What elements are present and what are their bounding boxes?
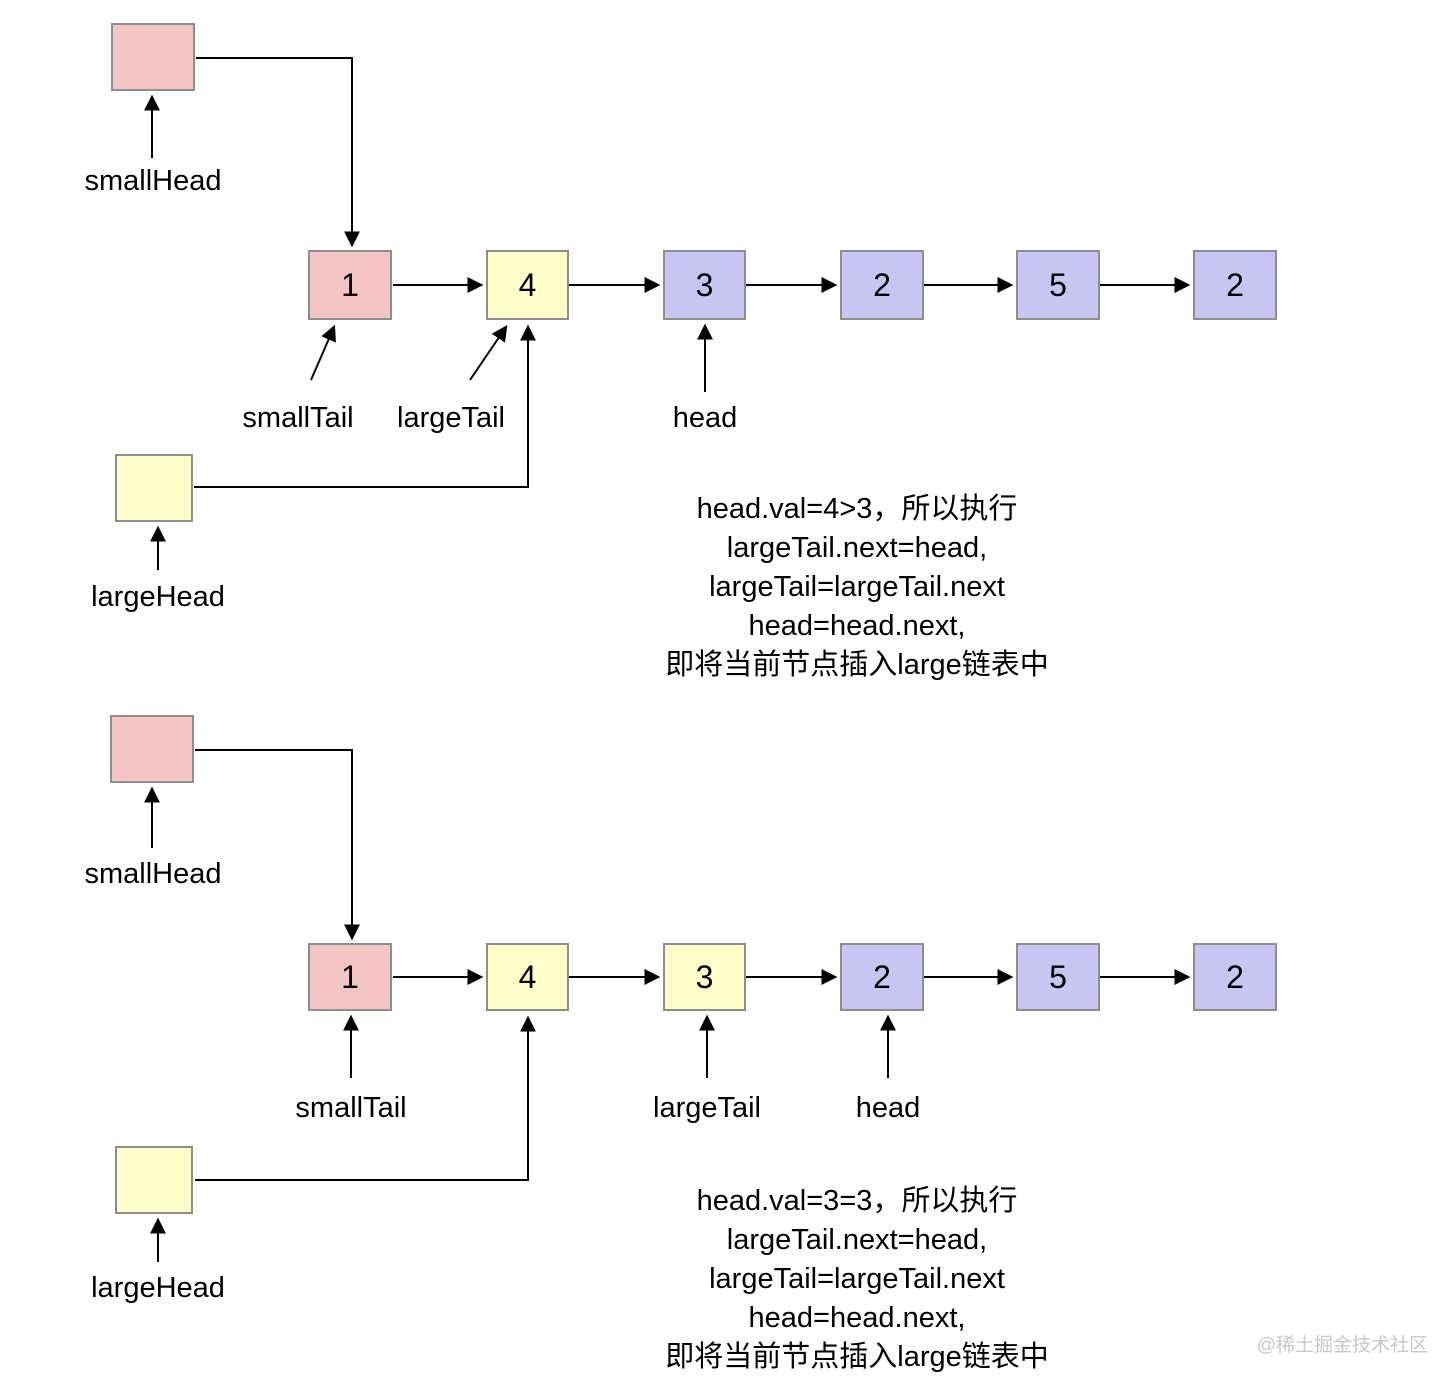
d2-smallhead-label: smallHead (84, 858, 222, 890)
d2-head-label: head (855, 1092, 921, 1124)
d1-list-node-3: 3 (663, 250, 746, 320)
d2-caption-line-5: 即将当前节点插入large链表中 (665, 1341, 1049, 1373)
d1-caption-line-2: largeTail.next=head, (726, 532, 988, 564)
d2-smalltail-label: smallTail (295, 1092, 407, 1124)
d2-caption-line-1: head.val=3=3，所以执行 (696, 1185, 1018, 1217)
d2-caption: head.val=3=3，所以执行 largeTail.next=head, l… (460, 1182, 1254, 1377)
d1-list-node-4: 4 (486, 250, 569, 320)
d1-smallhead-box (111, 23, 195, 91)
d1-largehead-label: largeHead (91, 581, 225, 613)
d2-list-node-4: 4 (486, 943, 569, 1011)
d1-caption-line-5: 即将当前节点插入large链表中 (665, 649, 1049, 681)
d1-head-label: head (672, 402, 738, 434)
d1-largetail-pointer-arrow (469, 325, 508, 381)
d1-smalltail-label: smallTail (242, 402, 354, 434)
d1-caption: head.val=4>3，所以执行 largeTail.next=head, l… (460, 490, 1254, 685)
d1-smallhead-label: smallHead (84, 165, 222, 197)
d2-largehead-label: largeHead (91, 1272, 225, 1304)
d1-list-node-5: 5 (1016, 250, 1100, 320)
d2-list-node-1: 1 (308, 943, 392, 1011)
d1-list-node-1: 1 (308, 250, 392, 320)
d2-list-node-2a: 2 (840, 943, 924, 1011)
d2-smallhead-box (110, 715, 194, 783)
d2-list-node-3: 3 (663, 943, 746, 1011)
watermark-text: @稀土掘金技术社区 (1256, 1335, 1428, 1356)
d1-caption-line-3: largeTail=largeTail.next (709, 571, 1005, 603)
d1-smalltail-pointer-arrow (310, 324, 336, 381)
d2-caption-line-2: largeTail.next=head, (726, 1224, 988, 1256)
d2-largetail-label: largeTail (653, 1092, 761, 1124)
d1-caption-line-4: head=head.next, (748, 610, 966, 642)
d1-list-node-2a: 2 (840, 250, 924, 320)
d2-largehead-box (115, 1146, 193, 1214)
d1-smallhead-next-connector (196, 57, 360, 248)
d2-smallhead-next-connector (195, 749, 360, 941)
d2-caption-line-4: head=head.next, (748, 1302, 966, 1334)
d2-caption-line-3: largeTail=largeTail.next (709, 1263, 1005, 1295)
d1-largetail-label: largeTail (397, 402, 505, 434)
d2-list-node-5: 5 (1016, 943, 1100, 1011)
d1-list-node-2b: 2 (1193, 250, 1277, 320)
d2-list-node-2b: 2 (1193, 943, 1277, 1011)
d1-largehead-box (115, 454, 193, 522)
d1-caption-line-1: head.val=4>3，所以执行 (696, 493, 1018, 525)
